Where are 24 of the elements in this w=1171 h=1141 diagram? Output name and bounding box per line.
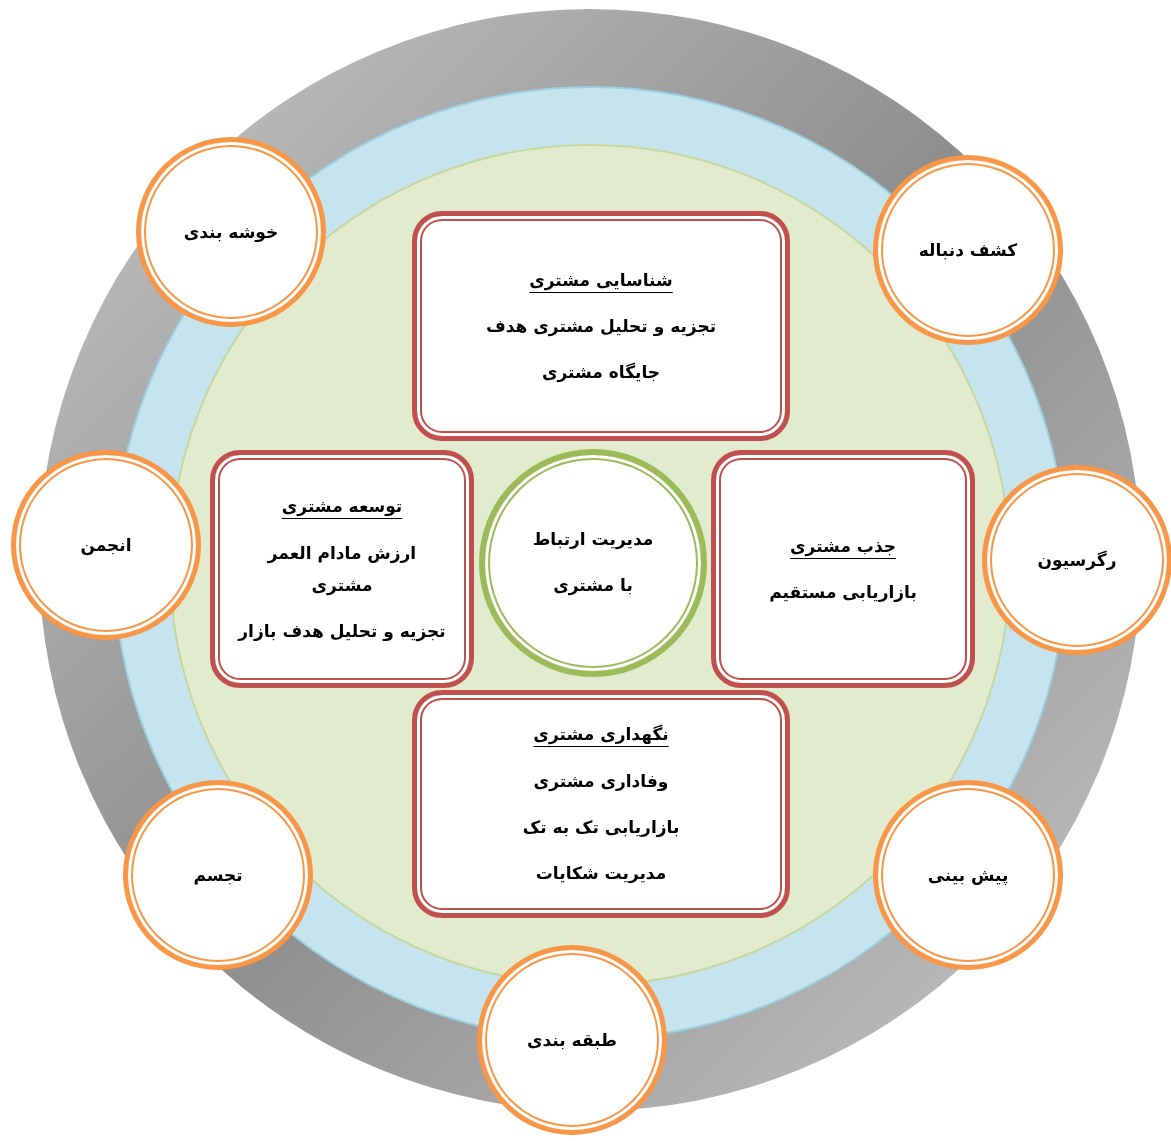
circle-label: انجمن bbox=[80, 533, 132, 558]
box-text: تجزیه و تحلیل هدف بازار bbox=[238, 620, 446, 644]
box-text: مدیریت شکایات bbox=[535, 862, 667, 886]
process-box bbox=[412, 690, 790, 918]
circle-label: طبقه بندی bbox=[526, 1028, 618, 1052]
box-text: ارزش مادام العمر مشتری bbox=[266, 541, 418, 598]
process-box bbox=[711, 450, 975, 688]
process-box bbox=[412, 211, 790, 441]
process-box bbox=[210, 450, 474, 688]
box-heading: نگهداری مشتری bbox=[533, 723, 669, 747]
circle-label: تجسم bbox=[193, 863, 243, 887]
box-heading: توسعه مشتری bbox=[281, 495, 403, 519]
circle-label: رگرسیون bbox=[1037, 548, 1117, 573]
circle-label: خوشه بندی bbox=[183, 220, 279, 244]
center-label: مدیریت ارتباط با مشتری bbox=[531, 528, 655, 598]
box-text: تجزیه و تحلیل مشتری هدف bbox=[485, 314, 717, 339]
box-heading: شناسایی مشتری bbox=[529, 268, 673, 293]
box-heading: جذب مشتری bbox=[790, 534, 896, 559]
box-text: بازاریابی مستقیم bbox=[769, 581, 917, 604]
box-text: وفاداری مشتری bbox=[533, 769, 669, 794]
circle-label: کشف دنباله bbox=[918, 238, 1018, 262]
box-text: جایگاه مشتری bbox=[541, 361, 661, 385]
circle-label: پیش بینی bbox=[927, 863, 1009, 888]
box-text: بازاریابی تک به تک bbox=[522, 816, 680, 839]
